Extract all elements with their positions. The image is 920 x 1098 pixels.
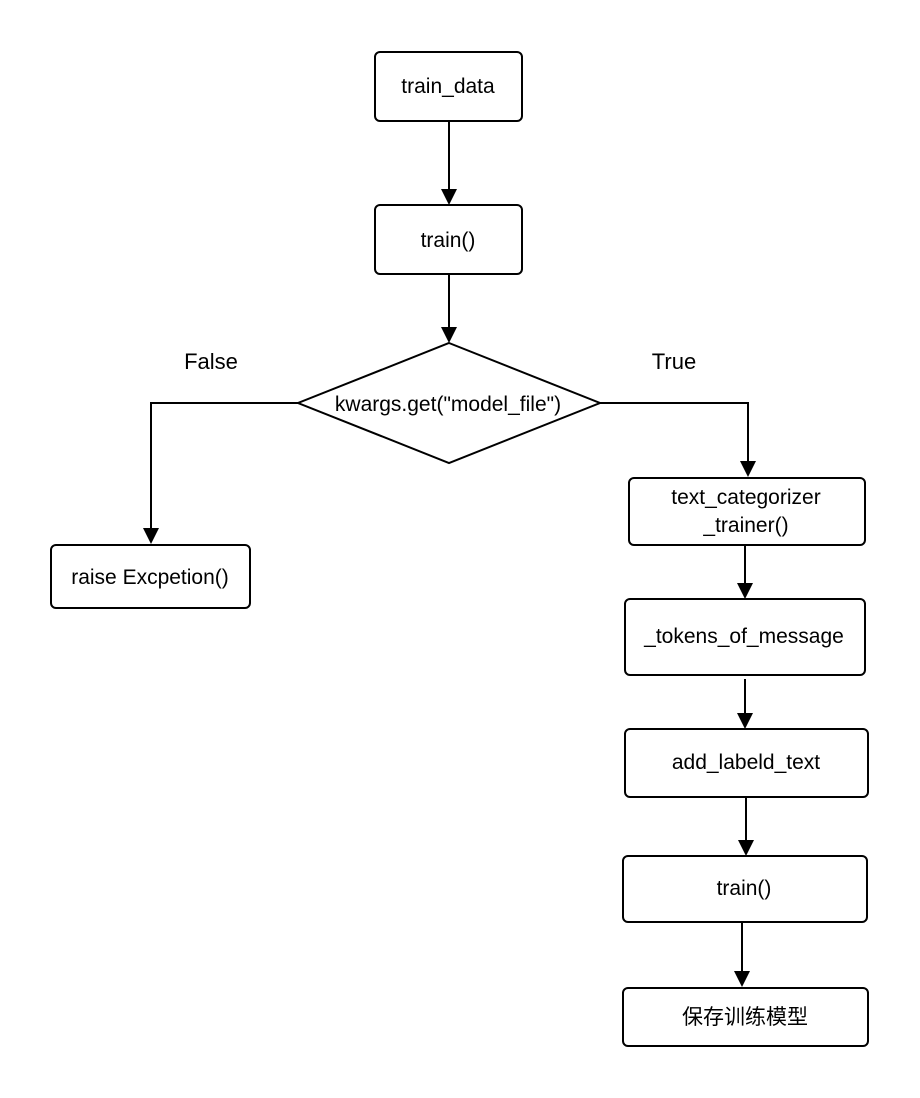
node-add-labeld-text: add_labeld_text bbox=[624, 728, 869, 798]
edges bbox=[143, 121, 756, 987]
arrowhead bbox=[737, 713, 753, 729]
node-train-data: train_data bbox=[374, 51, 523, 122]
node-train-final: train() bbox=[622, 855, 868, 923]
node-tokens-of-message: _tokens_of_message bbox=[624, 598, 866, 676]
node-box bbox=[624, 728, 869, 798]
node-box bbox=[374, 204, 523, 275]
node-label-add-labeld-text: add_labeld_text bbox=[672, 751, 820, 774]
node-label-train-data: train_data bbox=[401, 75, 495, 98]
node-label-decision: kwargs.get("model_file") bbox=[335, 393, 561, 416]
node-label-train-final: train() bbox=[717, 877, 772, 900]
node-label-train: train() bbox=[421, 229, 476, 252]
node-box bbox=[624, 598, 866, 676]
node-box bbox=[628, 477, 866, 546]
arrowhead bbox=[738, 840, 754, 856]
node-raise-exception: raise Excpetion() bbox=[50, 544, 251, 609]
false-label: False bbox=[184, 349, 238, 374]
arrowhead bbox=[441, 189, 457, 205]
node-save-model: 保存训练模型 bbox=[622, 987, 869, 1047]
node-label-save-model: 保存训练模型 bbox=[682, 1006, 808, 1029]
node-box bbox=[374, 51, 523, 122]
node-label-raise-exception: raise Excpetion() bbox=[71, 566, 229, 589]
node-box bbox=[622, 987, 869, 1047]
edge-false-branch bbox=[150, 402, 298, 531]
arrowhead bbox=[441, 327, 457, 343]
arrowhead bbox=[737, 583, 753, 599]
arrowhead bbox=[734, 971, 750, 987]
node-train: train() bbox=[374, 204, 523, 275]
node-text-categorizer-trainer: text_categorizer _trainer() bbox=[628, 477, 866, 546]
node-decision: kwargs.get("model_file") bbox=[295, 341, 603, 465]
node-label-text-categorizer-line1: text_categorizer bbox=[671, 486, 820, 509]
node-label-text-categorizer-line2: _trainer() bbox=[702, 514, 788, 537]
arrowhead bbox=[740, 461, 756, 477]
true-label: True bbox=[652, 349, 696, 374]
edge-true-branch bbox=[600, 402, 749, 464]
decision-diamond bbox=[295, 341, 603, 465]
arrowhead bbox=[143, 528, 159, 544]
node-box bbox=[50, 544, 251, 609]
node-label-tokens-of-message: _tokens_of_message bbox=[643, 625, 844, 648]
node-box bbox=[622, 855, 868, 923]
